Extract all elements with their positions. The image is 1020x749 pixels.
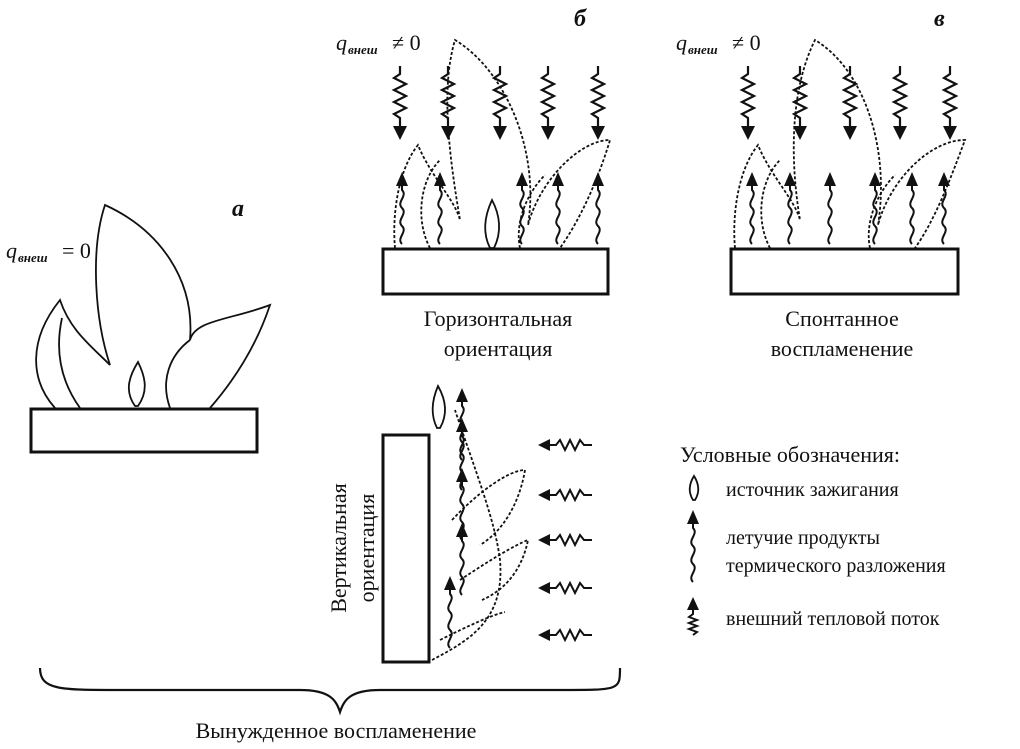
panel-b: б q внеш ≠ 0 Горизонтальная ориентация — [336, 6, 610, 361]
panel-a-letter: а — [232, 196, 244, 222]
panel-b-q-relation: ≠ 0 — [392, 30, 421, 55]
panel-c-caption-line2: воспламенение — [771, 336, 914, 361]
panel-b-caption-line1: Горизонтальная — [424, 306, 572, 331]
panel-c-q-relation: ≠ 0 — [732, 30, 761, 55]
panel-b-sample — [383, 249, 608, 294]
panel-c-caption-line1: Спонтанное — [785, 306, 898, 331]
panel-a-sample — [31, 409, 257, 452]
panel-b-heat-arrows — [393, 66, 605, 140]
legend-item-volatile-text-line1: летучие продукты — [726, 527, 880, 549]
vertical-label-line1: Вертикальная — [326, 483, 351, 613]
forced-ignition-caption: Вынужденное воспламенение — [196, 718, 477, 743]
panel-b-q-symbol: q — [336, 30, 347, 55]
panel-b-volatile-arrows — [396, 172, 604, 244]
panel-a-flames — [36, 205, 270, 408]
panel-c: в q внеш ≠ 0 Спонтанное воспламенение — [676, 6, 965, 361]
panel-b-flames — [394, 40, 610, 248]
vertical-heat-arrows — [538, 439, 592, 641]
panel-c-q-symbol: q — [676, 30, 687, 55]
panel-c-volatile-arrows — [746, 172, 950, 244]
vertical-label-line2: ориентация — [354, 494, 379, 603]
vertical-sample — [383, 435, 429, 662]
forced-ignition-brace — [40, 668, 620, 712]
panel-c-q-subscript: внеш — [688, 42, 718, 57]
panel-c-letter: в — [934, 6, 945, 32]
panel-a-q-symbol: q — [6, 238, 17, 263]
volatile-products-icon — [687, 510, 699, 582]
panel-a: а q внеш = 0 — [6, 196, 270, 452]
ignition-source-icon — [690, 476, 699, 500]
legend-item-ignition-text: источник зажигания — [726, 479, 899, 501]
vertical-ignition-source — [433, 386, 446, 428]
panel-b-ignition-source — [485, 200, 499, 248]
legend: Условные обозначения: источник зажигания… — [680, 442, 946, 635]
vertical-flames — [432, 410, 528, 660]
panel-b-letter: б — [574, 6, 587, 32]
panel-a-q-relation: = 0 — [62, 238, 91, 263]
panel-b-q-subscript: внеш — [348, 42, 378, 57]
panel-vertical: Вертикальная ориентация — [326, 386, 592, 662]
external-heat-flux-icon — [687, 597, 699, 635]
legend-item-volatile-text-line2: термического разложения — [726, 555, 946, 577]
panel-b-caption-line2: ориентация — [444, 336, 553, 361]
legend-title: Условные обозначения: — [680, 442, 900, 467]
legend-item-heat-text: внешний тепловой поток — [726, 608, 940, 630]
vertical-volatile-arrows — [444, 388, 468, 648]
panel-c-heat-arrows — [741, 66, 957, 140]
panel-c-sample — [731, 249, 958, 294]
panel-a-q-subscript: внеш — [18, 250, 48, 265]
